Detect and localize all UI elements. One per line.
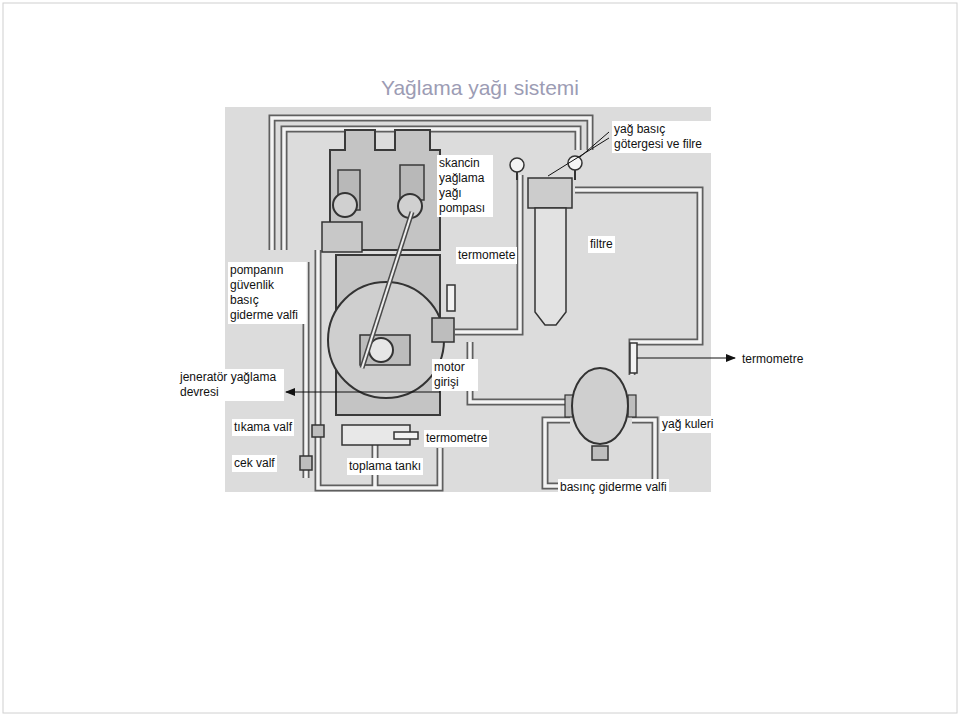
engine-inlet (432, 318, 454, 342)
thermometer (447, 285, 455, 311)
thermometer (394, 432, 418, 439)
gauge-stem (516, 172, 518, 180)
part-label: filtre (588, 236, 615, 253)
stop-valve (312, 425, 324, 437)
pressure-gauge (510, 158, 524, 172)
cooler-flange (628, 395, 636, 417)
part-label: termometre (740, 351, 805, 368)
filter-canister (535, 208, 566, 325)
part-label: termometre (424, 430, 489, 447)
suction-pipe (362, 212, 412, 368)
relief-valve (322, 222, 362, 252)
part-label: tıkama valf (232, 419, 294, 436)
filter-head (528, 178, 572, 208)
part-label: termomete (456, 247, 517, 264)
part-label: yağ kuleri (660, 416, 715, 433)
gauge-stem (574, 170, 576, 180)
suction-pipe-bore (362, 212, 412, 368)
check-valve (300, 456, 312, 470)
part-label: pompanın güvenlik basıç giderme valfi (228, 262, 306, 324)
leader-arrow (637, 358, 735, 359)
part-label: toplama tankı (347, 458, 423, 475)
pump-gear (333, 193, 357, 217)
leader-line (548, 138, 609, 176)
slide-border (3, 3, 957, 713)
part-label: motor girişi (432, 359, 478, 391)
pipe-outline (272, 118, 700, 488)
part-label: jeneratör yağlama devresi (178, 369, 284, 401)
pressure-gauge (568, 156, 582, 170)
oil-cooler (572, 368, 628, 444)
part-label: basınç giderme valfi (558, 479, 669, 496)
leader-arrow (286, 392, 440, 393)
part-label: yağ basıç götergesi ve filre (612, 121, 713, 153)
illustration-ground (225, 107, 711, 492)
relief-valve (592, 446, 608, 460)
pipe-bore (272, 118, 700, 488)
part-label: skancin yağlama yağı pompası (437, 155, 493, 217)
slide-title: Yağlama yağı sistemi (0, 76, 960, 100)
thermometer (630, 343, 637, 373)
part-label: cek valf (232, 455, 277, 472)
